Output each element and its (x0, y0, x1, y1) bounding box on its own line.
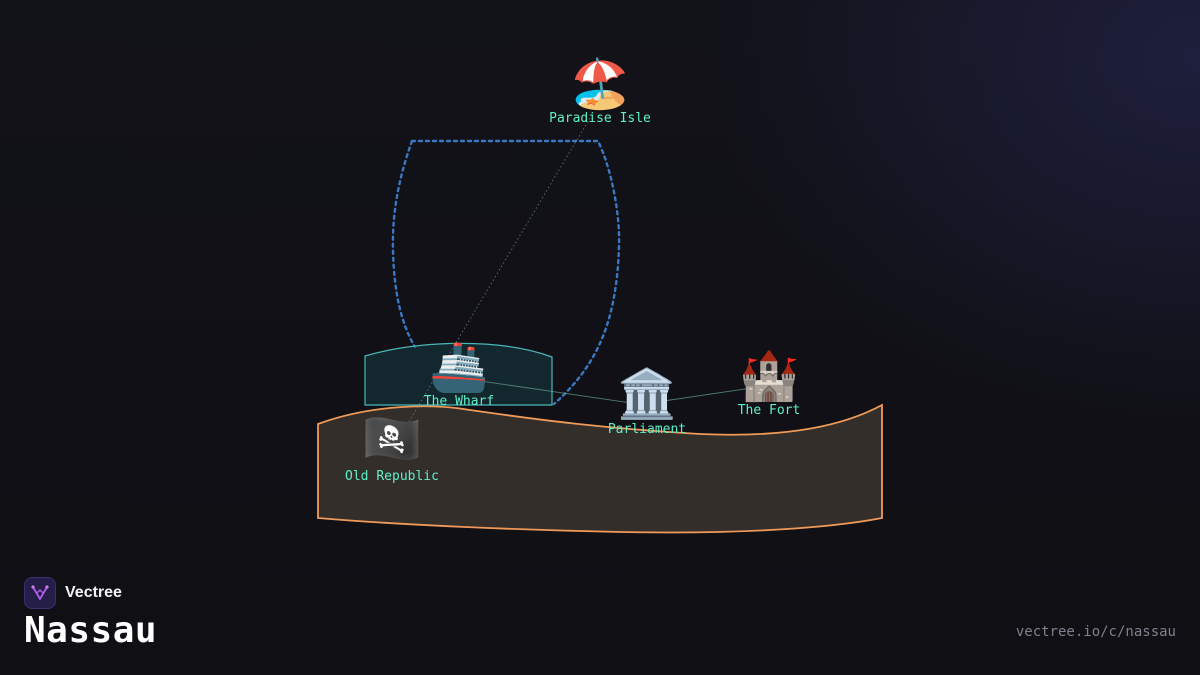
pirate-flag-icon: 🏴‍☠️ (362, 411, 422, 467)
node-label: Paradise Isle (549, 111, 651, 126)
beach-umbrella-icon: 🏖️ (570, 56, 630, 112)
wharf-zone (364, 342, 553, 406)
node-the-wharf[interactable]: 🚢 The Wharf (424, 339, 494, 409)
edge-wharf-parliament (459, 377, 646, 406)
edge-paradise-oldrepublic (394, 117, 591, 446)
page-url[interactable]: vectree.io/c/nassau (1015, 624, 1176, 640)
dotted-zone (391, 139, 621, 406)
node-label: The Wharf (424, 394, 494, 409)
node-the-fort[interactable]: 🏰 The Fort (738, 348, 801, 418)
classical-building-icon: 🏛️ (617, 366, 677, 422)
ship-icon: 🚢 (429, 339, 489, 395)
brand-name: Vectree (65, 584, 122, 601)
node-old-republic[interactable]: 🏴‍☠️ Old Republic (345, 411, 439, 484)
node-label: The Fort (738, 403, 801, 418)
node-label: Parliament (608, 422, 686, 437)
brand[interactable]: Vectree (24, 577, 122, 609)
edge-parliament-fort (649, 385, 766, 404)
vectree-logo-icon (24, 577, 56, 609)
island-region (317, 403, 883, 534)
castle-icon: 🏰 (739, 348, 799, 404)
page-title: Nassau (24, 610, 158, 651)
node-paradise-isle[interactable]: 🏖️ Paradise Isle (549, 56, 651, 126)
node-parliament[interactable]: 🏛️ Parliament (608, 366, 686, 437)
node-label: Old Republic (345, 469, 439, 484)
